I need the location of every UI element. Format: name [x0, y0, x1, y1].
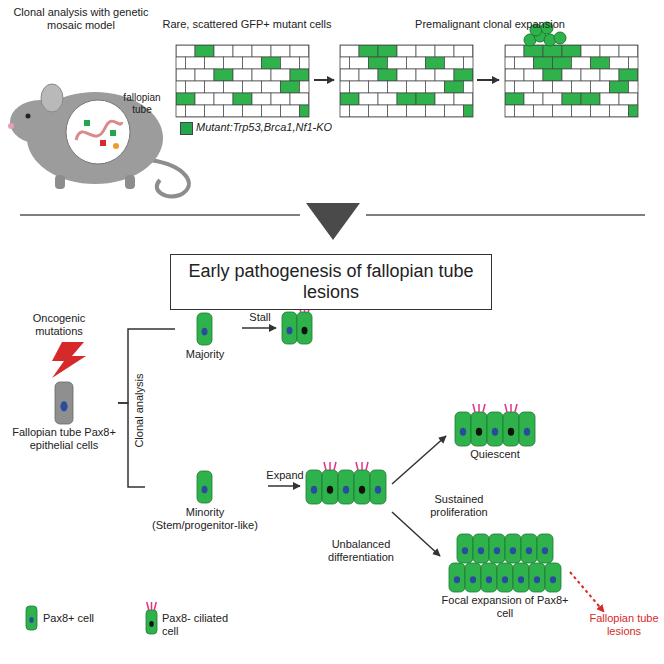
dotted-arrow: [570, 572, 604, 612]
annotation-label: Stall: [238, 311, 282, 324]
annotation-label: Premalignant clonal expansion: [390, 18, 590, 31]
quiescent-arrow: [392, 436, 446, 484]
epithelium-grids: [157, 22, 664, 117]
annotation-label: fallopian tube: [120, 92, 164, 116]
node-label: Fallopian tube lesions: [588, 612, 660, 638]
annotation-label: Unbalanced differentiation: [318, 538, 404, 564]
annotation-label: Sustained proliferation: [420, 493, 498, 519]
annotation-label: Expand: [262, 469, 308, 482]
expand-arrow: [268, 485, 300, 487]
cell-group: Minority (Stem/progenitor-like): [145, 470, 265, 532]
cell-drawing: [450, 402, 540, 448]
cell-drawing: [10, 380, 118, 426]
legend-swatch: [180, 122, 193, 135]
title-box: Early pathogenesis of fallopian tube les…: [170, 254, 492, 310]
divider: [20, 203, 645, 240]
lightning-bolt: [52, 342, 86, 378]
progress-arrow: [477, 79, 499, 81]
annotation-label: Rare, scattered GFP+ mutant cells: [152, 18, 342, 31]
legend-label: Mutant:Trp53,Brca1,Nf1-KO: [196, 121, 332, 134]
cell-group: Fallopian tube Pax8+ epithelial cells: [10, 380, 118, 452]
clonal-bracket: [118, 329, 175, 403]
cell-drawing: [440, 532, 570, 594]
cell-group: Quiescent: [450, 402, 540, 461]
cell-groups: [26, 304, 386, 634]
annotation-label: Clonal analysis with genetic mosaic mode…: [6, 6, 156, 32]
cell-group: Focal expansion of Pax8+ cell: [440, 532, 570, 620]
node-label: Majority: [175, 348, 235, 361]
cell-group: Majority: [175, 312, 235, 361]
annotation-label: Oncogenic mutations: [14, 312, 104, 338]
node-label: Minority (Stem/progenitor-like): [145, 506, 265, 532]
outcome-node: Fallopian tube lesions: [588, 612, 660, 638]
cell-drawing: [175, 312, 235, 348]
legend-label: Pax8+ cell: [43, 612, 94, 625]
legend-label: Pax8- ciliated cell: [162, 612, 234, 638]
proliferation-arrow: [392, 512, 440, 556]
bracket-label: Clonal analysis: [133, 356, 146, 466]
mouse-illustration: [8, 84, 189, 196]
node-label: Fallopian tube Pax8+ epithelial cells: [10, 426, 118, 452]
progress-arrow: [314, 79, 334, 81]
cell-drawing: [145, 470, 265, 506]
stall-arrow: [242, 327, 276, 329]
node-label: Quiescent: [450, 448, 540, 461]
node-label: Focal expansion of Pax8+ cell: [440, 594, 570, 620]
